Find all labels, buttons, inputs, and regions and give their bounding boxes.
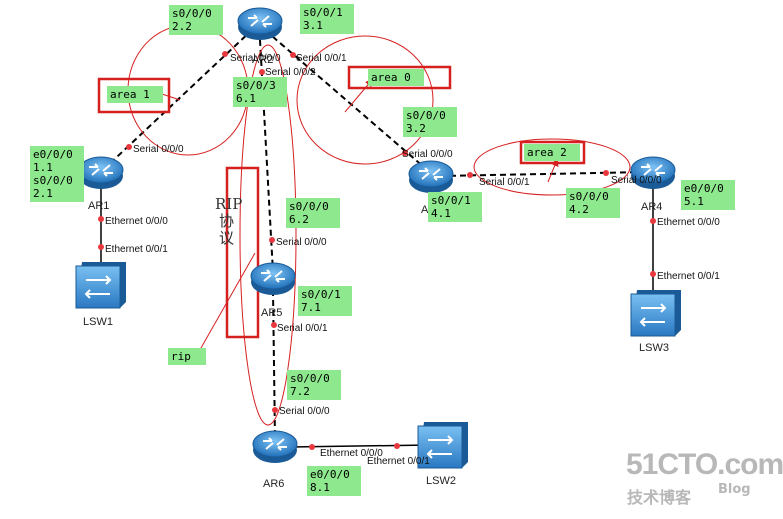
area0-box	[347, 65, 452, 90]
port-label-ar2-s000: Serial 0/0/0	[230, 53, 281, 64]
switch-lsw1[interactable]	[75, 262, 126, 309]
tag-ar1: e0/0/0 1.1 s0/0/0 2.1	[30, 146, 84, 202]
router-ar5[interactable]	[250, 262, 296, 295]
router-ar1[interactable]	[78, 156, 124, 189]
arrow-rip	[196, 252, 256, 357]
port-label-ar6-e000: Ethernet 0/0/0	[320, 448, 383, 459]
tag-ar3-s001: s0/0/1 4.1	[428, 192, 482, 222]
label-ar5: AR5	[261, 307, 282, 319]
switch-lsw3[interactable]	[630, 290, 681, 337]
label-ar6: AR6	[263, 478, 284, 490]
label-ar4: AR4	[641, 201, 662, 213]
port-label-lsw2-e001: Ethernet 0/0/1	[367, 456, 430, 467]
tag-ar5-s001: s0/0/1 7.1	[298, 286, 352, 316]
port-label-ar1-e000: Ethernet 0/0/0	[105, 216, 168, 227]
tag-ar3-s000: s0/0/0 3.2	[403, 107, 457, 137]
rip-label-line2: 协	[219, 212, 235, 230]
link-ar3-ar4	[439, 171, 649, 177]
router-ar6[interactable]	[252, 430, 298, 463]
port-label-ar6-s000: Serial 0/0/0	[279, 406, 330, 417]
rip-label-line3: 议	[219, 229, 235, 247]
label-ar1: AR1	[88, 200, 109, 212]
port-dot	[650, 271, 656, 277]
arrow-area2	[547, 158, 559, 183]
tag-ar5-s000: s0/0/0 6.2	[286, 198, 340, 228]
arrow-area0	[344, 78, 374, 113]
label-lsw1: LSW1	[83, 316, 113, 328]
watermark-brand: 51CTO.com	[626, 448, 783, 481]
link-ar2-ar3	[264, 29, 426, 169]
port-dot	[402, 150, 408, 156]
rip-label-line1: RIP	[215, 195, 243, 213]
area0-circle	[296, 35, 434, 165]
tag-area2: area 2	[524, 144, 580, 161]
port-dot	[269, 237, 275, 243]
tag-ar2-s003: s0/0/3 6.1	[233, 77, 287, 107]
tag-ar4-s000: s0/0/0 4.2	[566, 188, 620, 218]
port-label-ar1-s000: Serial 0/0/0	[133, 144, 184, 155]
tag-ar2-s000: s0/0/0 2.2	[169, 5, 223, 35]
tag-ar6-s000: s0/0/0 7.2	[287, 370, 341, 400]
port-dot	[271, 322, 277, 328]
tag-area0: area 0	[368, 69, 424, 86]
port-label-ar5-s000: Serial 0/0/0	[276, 237, 327, 248]
tag-ar2-s001: s0/0/1 3.1	[300, 4, 354, 34]
tag-ar6-e000: e0/0/0 8.1	[307, 466, 361, 496]
port-dot	[309, 444, 315, 450]
port-dot	[603, 170, 609, 176]
area1-box	[97, 77, 171, 114]
tag-area1: area 1	[107, 86, 163, 103]
port-label-lsw3-e001: Ethernet 0/0/1	[657, 271, 720, 282]
router-ar3[interactable]	[408, 160, 454, 193]
annotations	[97, 24, 631, 426]
rip-box	[225, 166, 260, 339]
port-dot	[259, 69, 265, 75]
tag-ar4-e000: e0/0/0 5.1	[681, 180, 735, 210]
watermark-sub: 技术博客	[627, 488, 692, 507]
port-dot	[98, 216, 104, 222]
port-dot	[290, 52, 296, 58]
tag-rip: rip	[168, 348, 206, 365]
links	[100, 29, 654, 448]
topology-canvas: AR2 AR1 AR3 AR4 AR5 AR6 LSW1 LSW2 LSW3 S…	[75, 7, 720, 490]
port-dot	[222, 51, 228, 57]
port-dot	[98, 244, 104, 250]
port-label-ar5-s001: Serial 0/0/1	[277, 323, 328, 334]
rip-circle	[239, 44, 297, 426]
router-ar4[interactable]	[630, 156, 676, 189]
port-dot	[650, 218, 656, 224]
area2-circle	[473, 138, 631, 196]
label-lsw2: LSW2	[426, 475, 456, 487]
label-ar2: AR2	[252, 54, 273, 66]
port-label-ar2-s001: Serial 0/0/1	[296, 53, 347, 64]
link-ar5-ar6	[272, 289, 276, 441]
port-label-ar4-s000: Serial 0/0/0	[611, 175, 662, 186]
port-label-ar4-e000: Ethernet 0/0/0	[657, 217, 720, 228]
link-ar2-ar5	[259, 39, 274, 273]
port-label-lsw1-e001: Ethernet 0/0/1	[105, 244, 168, 255]
watermark-blog: Blog	[718, 482, 751, 497]
port-dot	[467, 172, 473, 178]
port-dot	[394, 443, 400, 449]
router-ar2[interactable]	[237, 7, 283, 40]
label-lsw3: LSW3	[639, 342, 669, 354]
port-label-ar3-s000: Serial 0/0/0	[402, 149, 453, 160]
switch-lsw2[interactable]	[417, 422, 468, 469]
port-dot	[126, 144, 132, 150]
port-label-ar3-s001: Serial 0/0/1	[479, 177, 530, 188]
port-dots	[98, 51, 656, 450]
port-dot	[272, 407, 278, 413]
rip-protocol-label: RIP 协 议	[215, 196, 242, 247]
port-label-ar2-s002: Serial 0/0/2	[265, 67, 316, 78]
